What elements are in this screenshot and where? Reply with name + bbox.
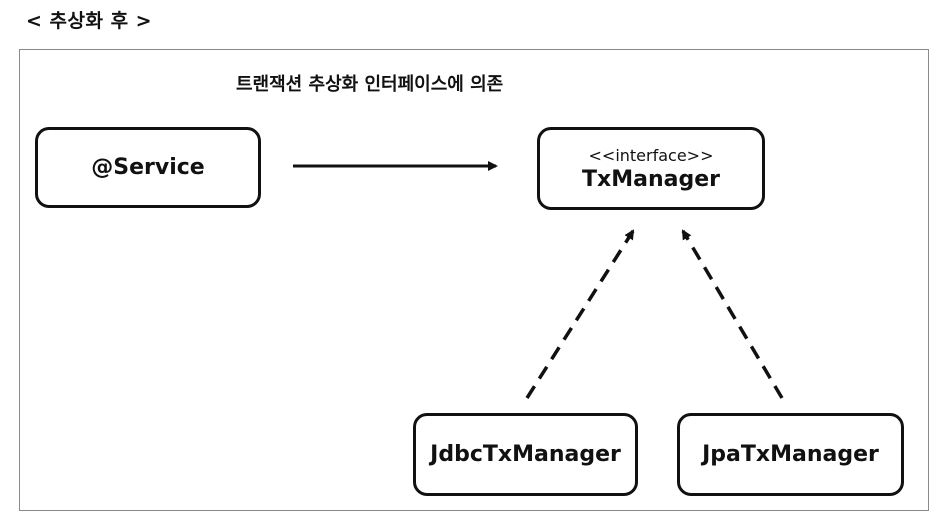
jdbc-txmanager-label: JdbcTxManager (430, 442, 621, 467)
service-node: @Service (35, 127, 261, 208)
dependency-caption: 트랜잭션 추상화 인터페이스에 의존 (236, 74, 504, 95)
service-node-label: @Service (91, 155, 205, 180)
txmanager-interface-node: <<interface>> TxManager (537, 127, 765, 210)
page-heading: < 추상화 후 > (26, 10, 153, 32)
jdbc-to-interface-arrow (525, 229, 635, 399)
jdbc-txmanager-node: JdbcTxManager (413, 413, 638, 496)
jpa-txmanager-node: JpaTxManager (677, 413, 904, 496)
jpa-to-interface-arrow (681, 229, 784, 399)
txmanager-interface-label: TxManager (582, 166, 720, 192)
interface-stereotype: <<interface>> (588, 145, 714, 165)
diagram-frame (19, 49, 929, 511)
jpa-txmanager-label: JpaTxManager (702, 442, 879, 467)
